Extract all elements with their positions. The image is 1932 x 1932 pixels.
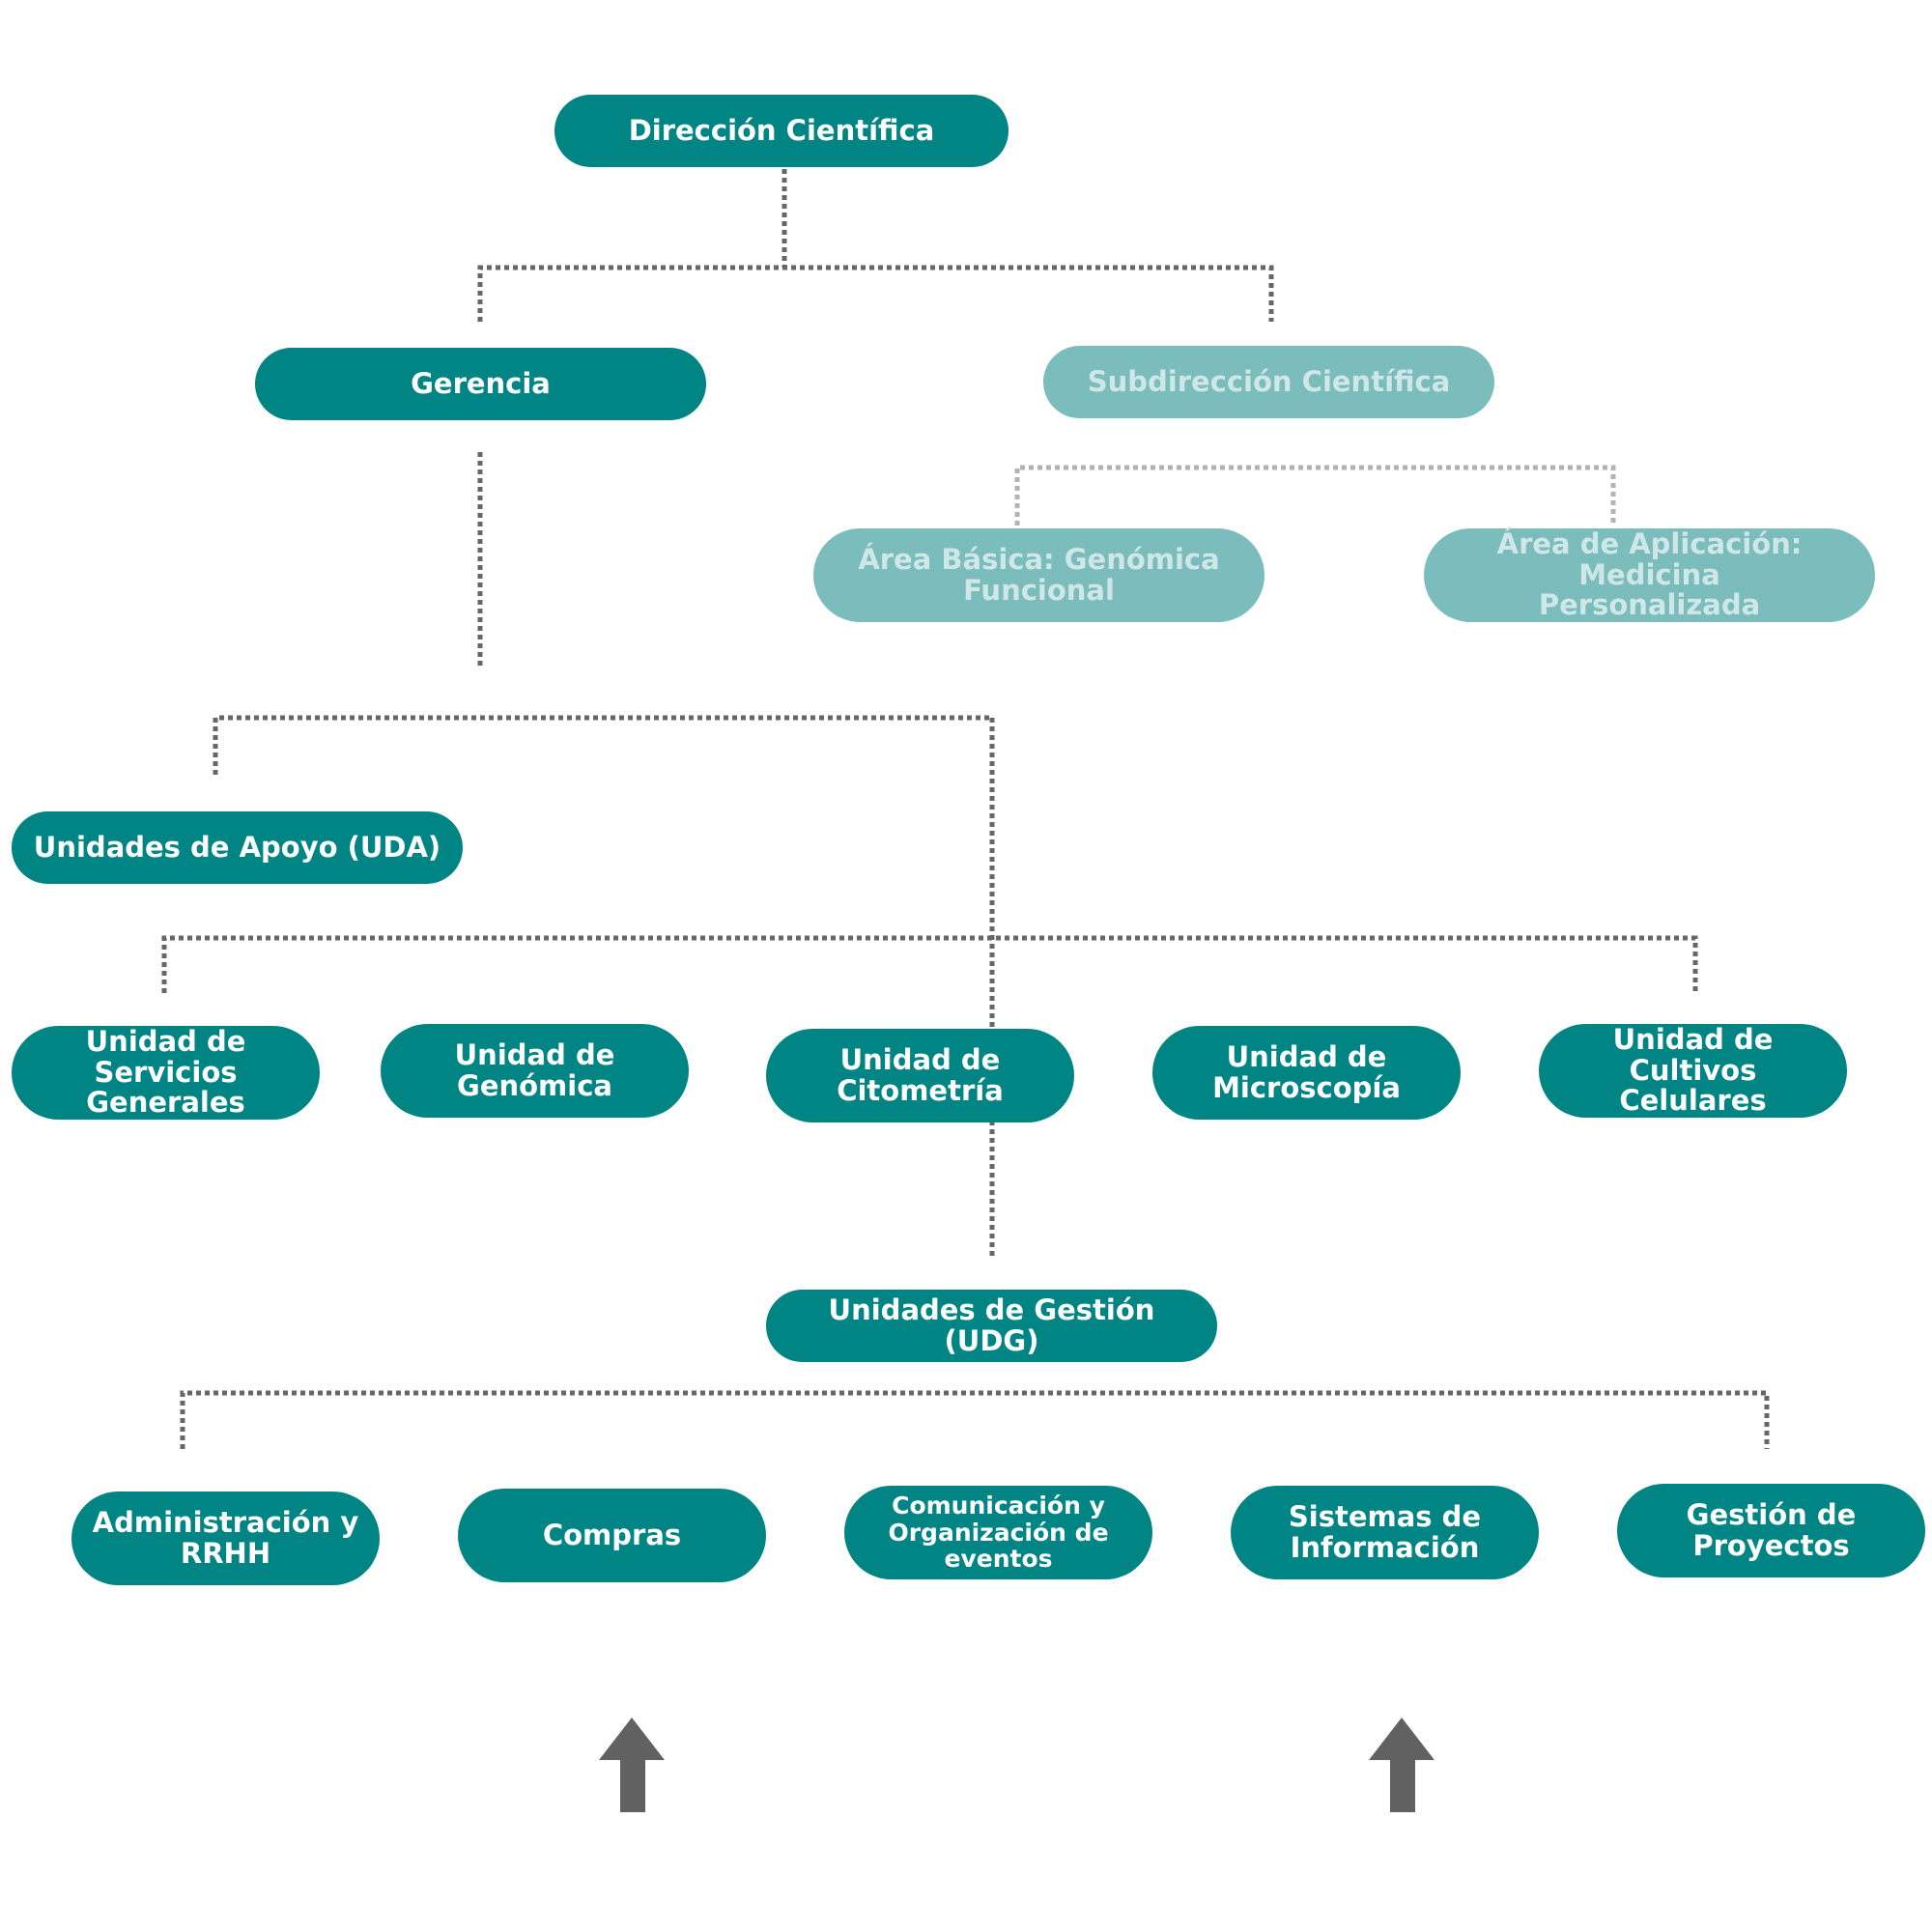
node-gestion-proyectos: Gestión de Proyectos <box>1617 1484 1925 1577</box>
connector-subdireccion-children <box>1014 465 1616 526</box>
up-arrow-icon <box>1369 1718 1435 1812</box>
node-area-aplicacion: Área de Aplicación: Medicina Personaliza… <box>1424 528 1875 622</box>
node-subdireccion-cientifica: Subdirección Científica <box>1043 346 1494 418</box>
connector-top-branch <box>477 265 1274 322</box>
node-area-basica: Área Básica: Genómica Funcional <box>813 528 1264 622</box>
up-arrow-icon <box>599 1718 665 1812</box>
node-microscopia: Unidad de Microscopía <box>1152 1026 1461 1120</box>
node-citometria: Unidad de Citometría <box>766 1029 1074 1122</box>
node-gerencia: Gerencia <box>255 348 706 420</box>
connector-uda-branch <box>213 715 992 775</box>
node-servicios-generales: Unidad de Servicios Generales <box>12 1026 320 1120</box>
node-compras: Compras <box>458 1489 766 1582</box>
connector-udg-children <box>180 1390 1770 1449</box>
node-administracion-rrhh: Administración y RRHH <box>71 1492 380 1585</box>
node-comunicacion-eventos: Comunicación y Organización de eventos <box>844 1486 1152 1579</box>
node-unidades-gestion: Unidades de Gestión (UDG) <box>766 1290 1217 1362</box>
node-unidades-apoyo: Unidades de Apoyo (UDA) <box>12 811 463 884</box>
connector-uda-children <box>161 935 1698 993</box>
node-cultivos-celulares: Unidad de Cultivos Celulares <box>1539 1024 1847 1118</box>
node-sistemas-informacion: Sistemas de Información <box>1231 1486 1539 1579</box>
node-genomica: Unidad de Genómica <box>381 1024 689 1118</box>
node-direccion-cientifica: Dirección Científica <box>554 95 1009 167</box>
